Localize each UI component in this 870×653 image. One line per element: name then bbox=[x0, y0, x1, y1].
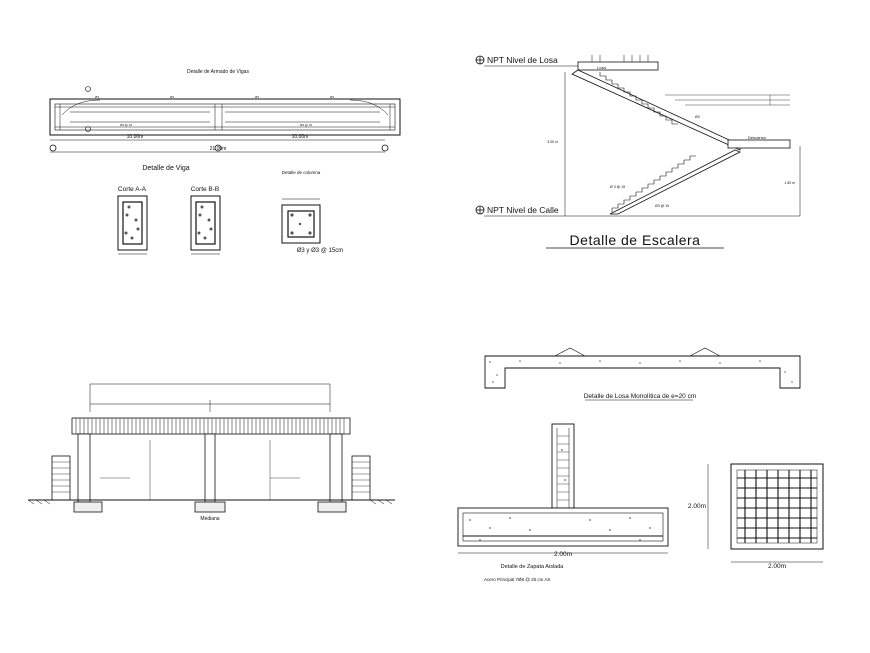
support-right bbox=[381, 144, 389, 152]
elevation-roof bbox=[71, 417, 351, 435]
isolated-footing-panel: 2.00m Detalle de Zapata Aislada Acero Pr… bbox=[457, 423, 669, 582]
mesh-height-dim: 2.00m bbox=[688, 503, 706, 510]
landing-label: Descanso bbox=[748, 135, 767, 140]
footing-width-dim: 2.00m bbox=[554, 551, 572, 558]
beam-detail-panel: Detalle de Armado de Vigas Ø3 Ø3 Ø3 Ø3 Ø3 … bbox=[49, 69, 401, 172]
elevation-wall-right bbox=[351, 455, 371, 501]
support-mid bbox=[214, 144, 222, 152]
beam-caption: Detalle de Viga bbox=[142, 165, 189, 172]
svg-text:1.50 m: 1.50 m bbox=[784, 181, 795, 185]
svg-text:3.00 m: 3.00 m bbox=[547, 140, 558, 144]
beam-span-left: 10.00m bbox=[127, 134, 144, 140]
svg-text:Ø3 @ 15: Ø3 @ 15 bbox=[655, 204, 669, 208]
footing-note: Acero Principal 7Ø8 @ 25 cm AS bbox=[484, 577, 550, 582]
roof-hatching bbox=[75, 418, 345, 434]
stirrups-note: Ø3 y Ø3 @ 15cm bbox=[297, 248, 343, 254]
svg-text:Ø3 @ 15: Ø3 @ 15 bbox=[300, 123, 312, 127]
svg-text:Ø3: Ø3 bbox=[170, 95, 174, 99]
slab-caption: Detalle de Losa Monolítica de e=20 cm bbox=[584, 393, 697, 400]
footing-left bbox=[73, 501, 103, 513]
bottom-level-label: NPT Nivel de Calle bbox=[487, 205, 559, 215]
slab-profile bbox=[484, 355, 801, 389]
mesh-bars bbox=[737, 470, 817, 543]
svg-text:Ø3: Ø3 bbox=[255, 95, 259, 99]
beam-outline bbox=[49, 98, 401, 136]
stair-top-slab bbox=[577, 61, 659, 71]
stair-caption: Detalle de Escalera bbox=[570, 232, 701, 248]
mesh-width-dim: 2.00m bbox=[768, 563, 786, 570]
monolithic-slab-panel: Detalle de Losa Monolítica de e=20 cm bbox=[484, 347, 801, 401]
beam-total-length: 21.00m bbox=[210, 146, 227, 152]
stair-upper-flight bbox=[571, 69, 741, 151]
svg-text:Ø3: Ø3 bbox=[330, 95, 334, 99]
section-b-outline bbox=[190, 195, 221, 251]
footing-mesh-panel: 2.00m 2.00m bbox=[688, 463, 824, 570]
sections-panel: Corte A-A Corte B-B Detalle de columna Ø… bbox=[117, 170, 343, 255]
footing-caption: Detalle de Zapata Aislada bbox=[501, 564, 565, 570]
beam-rebar bbox=[61, 99, 389, 123]
elevation-column-left bbox=[77, 433, 91, 503]
svg-text:Ø3 @ 15: Ø3 @ 15 bbox=[120, 123, 132, 127]
svg-text:Ø 3 @ 15: Ø 3 @ 15 bbox=[610, 185, 625, 189]
stair-detail-panel: NPT Nivel de Losa NPT Nivel de Calle Los… bbox=[475, 55, 801, 249]
elevation-wall-left bbox=[51, 455, 71, 501]
footing-base bbox=[457, 507, 669, 547]
slab-label: Losa bbox=[597, 65, 606, 70]
footing-column bbox=[551, 423, 575, 509]
svg-text:Ø3: Ø3 bbox=[695, 115, 700, 119]
elevation-panel: Mediana bbox=[27, 383, 395, 522]
footing-center bbox=[194, 501, 226, 513]
elevation-center-label: Mediana bbox=[200, 516, 219, 522]
footing-right bbox=[317, 501, 347, 513]
beam-hatching bbox=[55, 104, 395, 130]
column-detail-title: Detalle de columna bbox=[282, 170, 321, 175]
section-a-label: Corte A-A bbox=[118, 186, 147, 193]
svg-text:Ø3: Ø3 bbox=[95, 95, 99, 99]
section-b-label: Corte B-B bbox=[191, 186, 220, 193]
top-level-label: NPT Nivel de Losa bbox=[487, 55, 558, 65]
elevation-column-right bbox=[329, 433, 343, 503]
stair-landing bbox=[727, 139, 791, 149]
elevation-column-center bbox=[204, 433, 216, 503]
stair-lower-flight bbox=[609, 149, 741, 215]
support-left bbox=[49, 144, 57, 152]
section-a-outline bbox=[117, 195, 148, 251]
beam-span-right: 10.00m bbox=[292, 134, 309, 140]
beam-detail-title: Detalle de Armado de Vigas bbox=[187, 69, 249, 75]
